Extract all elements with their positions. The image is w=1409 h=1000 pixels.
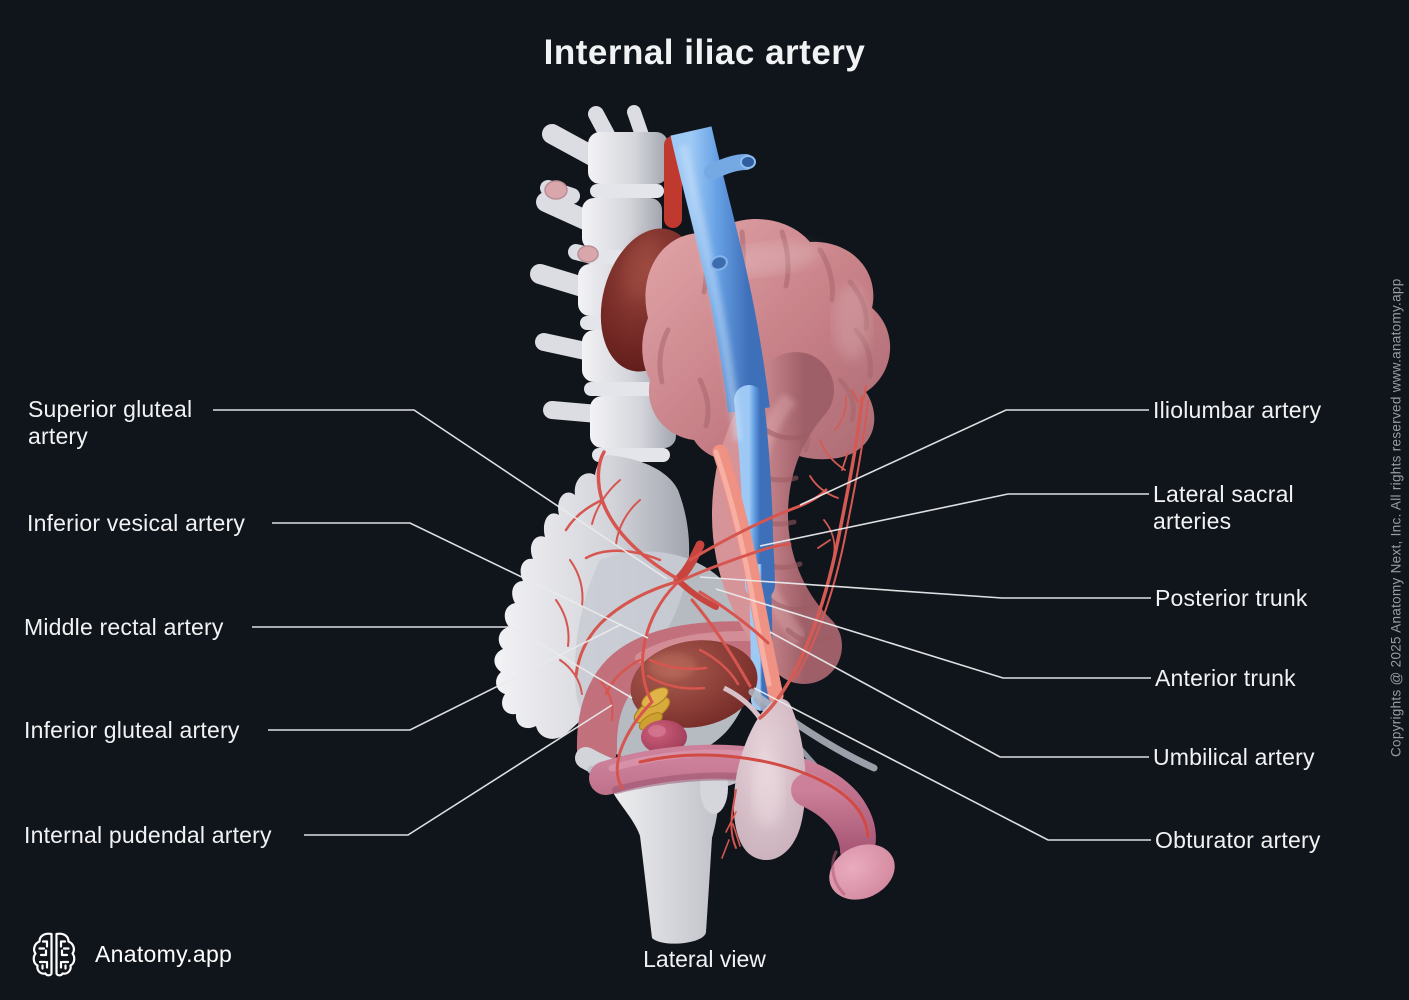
label-anterior-trunk: Anterior trunk <box>1155 665 1296 691</box>
label-posterior-trunk: Posterior trunk <box>1155 585 1308 611</box>
label-lateral-sacral-arteries: Lateral sacral arteries <box>1153 481 1294 534</box>
internal-iliac-arteries <box>555 450 828 859</box>
leader-line <box>799 409 1149 506</box>
label-umbilical-artery: Umbilical artery <box>1153 744 1315 770</box>
label-iliolumbar-artery: Iliolumbar artery <box>1153 397 1322 423</box>
external-iliac-artery <box>712 444 784 704</box>
label-superior-gluteal-artery: Superior gluteal artery <box>28 396 193 449</box>
leader-line <box>268 623 623 731</box>
view-label: Lateral view <box>643 946 766 972</box>
label-obturator-artery: Obturator artery <box>1155 827 1321 853</box>
leader-line <box>759 493 1149 547</box>
brand-name: Anatomy.app <box>95 940 233 967</box>
label-inferior-vesical-artery: Inferior vesical artery <box>27 510 246 536</box>
brand: Anatomy.app <box>30 931 232 977</box>
leader-line <box>753 687 1151 841</box>
leader-lines <box>213 409 1151 841</box>
penis-distal <box>638 753 895 900</box>
copyright-text: Copyrights @ 2025 Anatomy Next, Inc. All… <box>1388 278 1404 758</box>
leader-line <box>252 626 633 699</box>
brain-logo-icon <box>30 931 78 977</box>
leader-line <box>304 704 613 836</box>
page-title: Internal iliac artery <box>543 33 866 72</box>
label-internal-pudendal-artery: Internal pudendal artery <box>24 822 272 848</box>
scrotum <box>733 698 806 861</box>
leader-line <box>213 409 668 580</box>
prostate <box>641 720 687 754</box>
leader-line <box>769 631 1149 758</box>
label-inferior-gluteal-artery: Inferior gluteal artery <box>24 717 240 743</box>
leader-line <box>699 576 1151 599</box>
leader-line <box>715 588 1151 679</box>
leader-line <box>272 522 649 639</box>
label-middle-rectal-artery: Middle rectal artery <box>24 614 224 640</box>
